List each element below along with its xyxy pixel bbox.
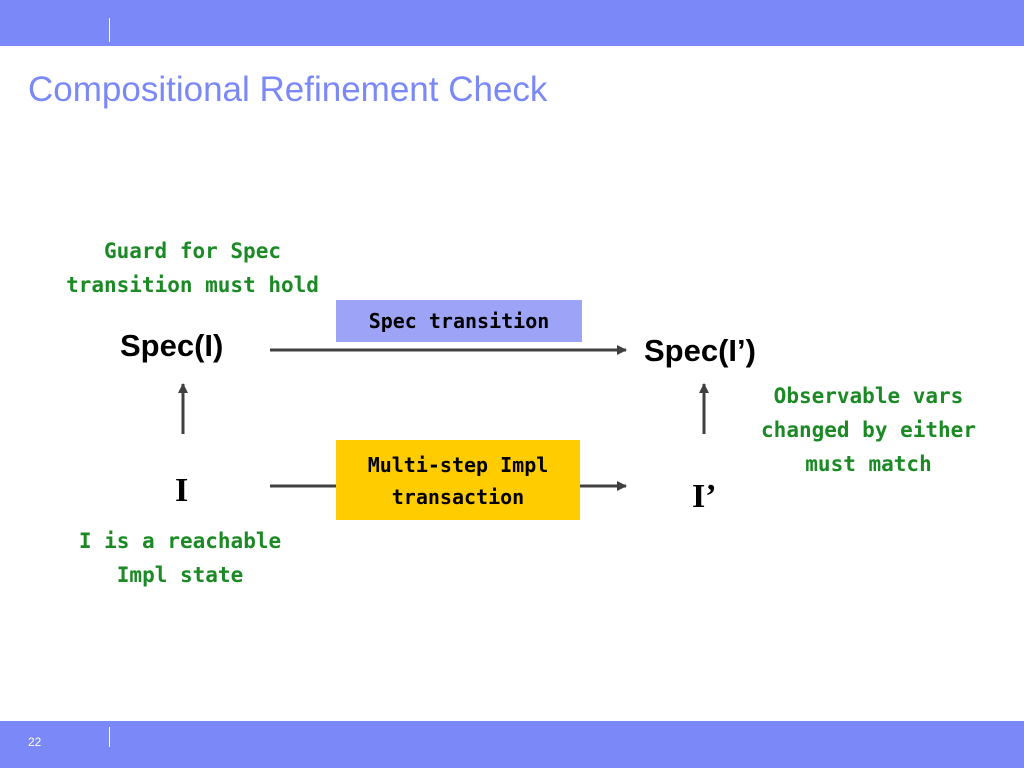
impl-transaction-label: Multi-step Impl transaction bbox=[336, 440, 580, 520]
guard-note-line: Guard for Spec bbox=[103, 239, 281, 263]
footer-band: 22 bbox=[0, 721, 1024, 768]
guard-note-line: transition must hold bbox=[66, 273, 319, 297]
i-prime-node: I’ bbox=[692, 478, 717, 515]
reachable-note-line: Impl state bbox=[116, 563, 244, 587]
header-divider bbox=[109, 18, 110, 42]
observable-note-line: must match bbox=[805, 452, 932, 476]
spec-transition-label: Spec transition bbox=[336, 300, 582, 342]
impl-transaction-text: Multi-step Impl bbox=[367, 453, 549, 477]
impl-transaction-text: transaction bbox=[391, 485, 525, 509]
spec-transition-text: Spec transition bbox=[368, 309, 550, 333]
reachable-note: I is a reachable Impl state bbox=[50, 524, 310, 592]
spec-i-node: Spec(I) bbox=[120, 328, 224, 363]
i-node: I bbox=[175, 472, 189, 509]
spec-i-prime-node: Spec(I’) bbox=[644, 333, 756, 368]
guard-note: Guard for Spec transition must hold bbox=[40, 234, 345, 302]
reachable-note-line: I is a reachable bbox=[78, 529, 282, 553]
observable-note-line: changed by either bbox=[761, 418, 976, 442]
header-band bbox=[0, 0, 1024, 46]
page-number: 22 bbox=[28, 735, 42, 749]
footer-divider bbox=[109, 727, 110, 747]
slide-title: Compositional Refinement Check bbox=[28, 70, 548, 109]
observable-note: Observable vars changed by either must m… bbox=[736, 379, 1001, 481]
observable-note-line: Observable vars bbox=[773, 384, 964, 408]
